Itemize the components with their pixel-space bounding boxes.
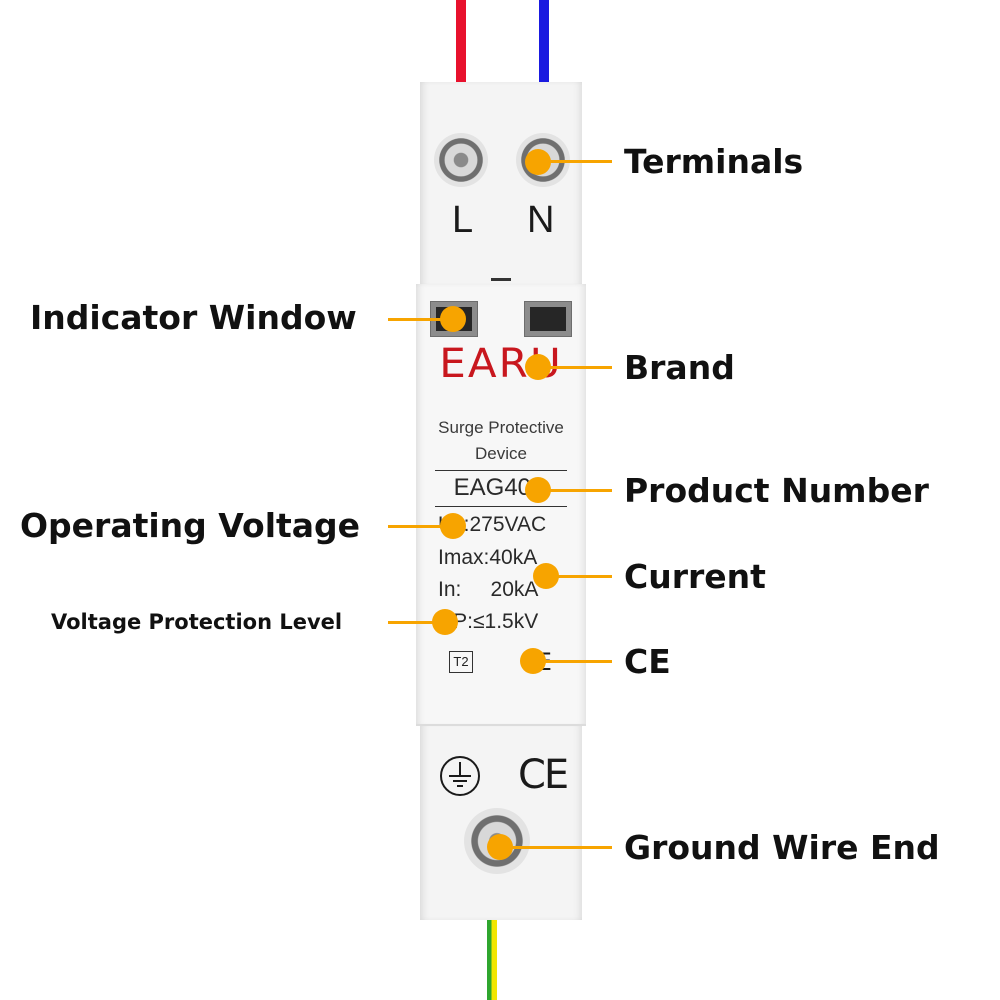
terminals-leader xyxy=(540,160,612,163)
terminals-label: Terminals xyxy=(624,142,804,181)
top-notch xyxy=(491,278,511,281)
terminals-dot xyxy=(525,149,551,175)
operating-voltage-label: Operating Voltage xyxy=(20,506,361,545)
ground-icon xyxy=(438,754,482,798)
ce-label: CE xyxy=(624,642,671,681)
spec-max-current: Imax:40kA xyxy=(438,546,538,569)
device-top-section xyxy=(420,82,582,286)
product-number-dot xyxy=(525,477,551,503)
voltage-protection-level-leader xyxy=(388,621,446,624)
device-front-panel xyxy=(416,284,586,726)
terminal-label-n: N xyxy=(527,199,555,241)
operating-voltage-dot xyxy=(440,513,466,539)
ce-mark: CE xyxy=(518,752,569,798)
current-dot xyxy=(533,563,559,589)
spec-nominal-current: In: 20kA xyxy=(438,578,539,601)
ground-wire-end-dot xyxy=(487,834,513,860)
model-rule-top xyxy=(435,470,567,471)
indicator-window-leader xyxy=(388,318,454,321)
ce-dot xyxy=(520,648,546,674)
operating-voltage-leader xyxy=(388,525,454,528)
device-title-line1: Surge Protective xyxy=(438,418,564,437)
ground-wire xyxy=(487,918,497,1000)
indicator-window-label: Indicator Window xyxy=(30,298,357,337)
terminal-screw-l xyxy=(434,133,488,187)
product-number-label: Product Number xyxy=(624,471,929,510)
brand-logo: EARU xyxy=(439,341,563,387)
brand-leader xyxy=(540,366,612,369)
neutral-wire xyxy=(539,0,549,84)
type-2-mark: T2 xyxy=(449,651,473,673)
indicator-window-right xyxy=(524,301,572,337)
current-leader xyxy=(546,575,612,578)
product-number-leader xyxy=(540,489,612,492)
ground-wire-end-leader xyxy=(500,846,612,849)
brand-dot xyxy=(525,354,551,380)
spec-voltage-protection-level: UP:≤1.5kV xyxy=(438,610,539,633)
device-title-line2: Device xyxy=(475,444,527,463)
ce-leader xyxy=(534,660,612,663)
model-rule-bottom xyxy=(435,506,567,507)
voltage-protection-level-dot xyxy=(432,609,458,635)
terminal-label-l: L xyxy=(452,199,474,241)
voltage-protection-level-label: Voltage Protection Level xyxy=(51,610,343,634)
brand-label: Brand xyxy=(624,348,735,387)
model-number: EAG40C xyxy=(453,474,549,501)
bottom-seam xyxy=(416,724,586,726)
indicator-window-dot xyxy=(440,306,466,332)
live-wire xyxy=(456,0,466,84)
current-label: Current xyxy=(624,557,766,596)
ground-wire-end-label: Ground Wire End xyxy=(624,828,940,867)
